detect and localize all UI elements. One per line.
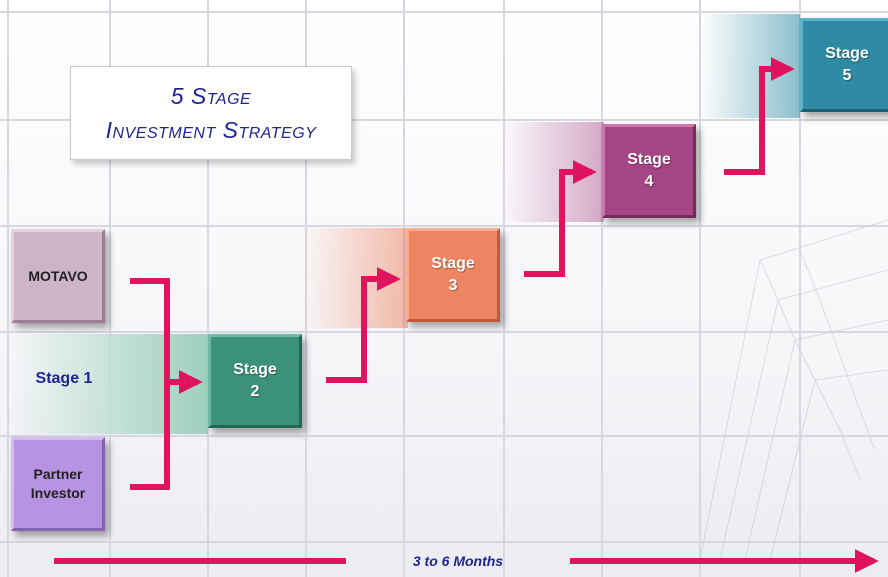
stage3-trail xyxy=(300,228,408,328)
stage1-label: Stage 1 xyxy=(35,370,93,387)
tile-motavo: MOTAVO xyxy=(11,229,105,323)
tile-stage-4: Stage 4 xyxy=(602,124,696,218)
title-line-1: 5 Stage xyxy=(170,82,252,109)
diagram-title: 5 Stage Investment Strategy xyxy=(70,66,352,160)
tile-stage-5: Stage 5 xyxy=(800,18,888,112)
tile-stage-2-label: Stage 2 xyxy=(233,361,277,400)
stage5-trail xyxy=(700,14,800,118)
tile-stage-3: Stage 3 xyxy=(406,228,500,322)
timeline-label: 3 to 6 Months xyxy=(412,553,504,569)
tile-stage-5-label: Stage 5 xyxy=(825,45,869,84)
tile-partner-investor: Partner Investor xyxy=(11,437,105,531)
tile-stage-3-label: Stage 3 xyxy=(431,255,475,294)
tile-motavo-label: MOTAVO xyxy=(28,267,88,284)
tile-stage-4-label: Stage 4 xyxy=(627,151,671,190)
stage4-trail xyxy=(500,122,604,222)
tile-stage-2: Stage 2 xyxy=(208,334,302,428)
tile-partner-label: Partner Investor xyxy=(30,466,86,501)
title-line-2: Investment Strategy xyxy=(105,117,317,143)
